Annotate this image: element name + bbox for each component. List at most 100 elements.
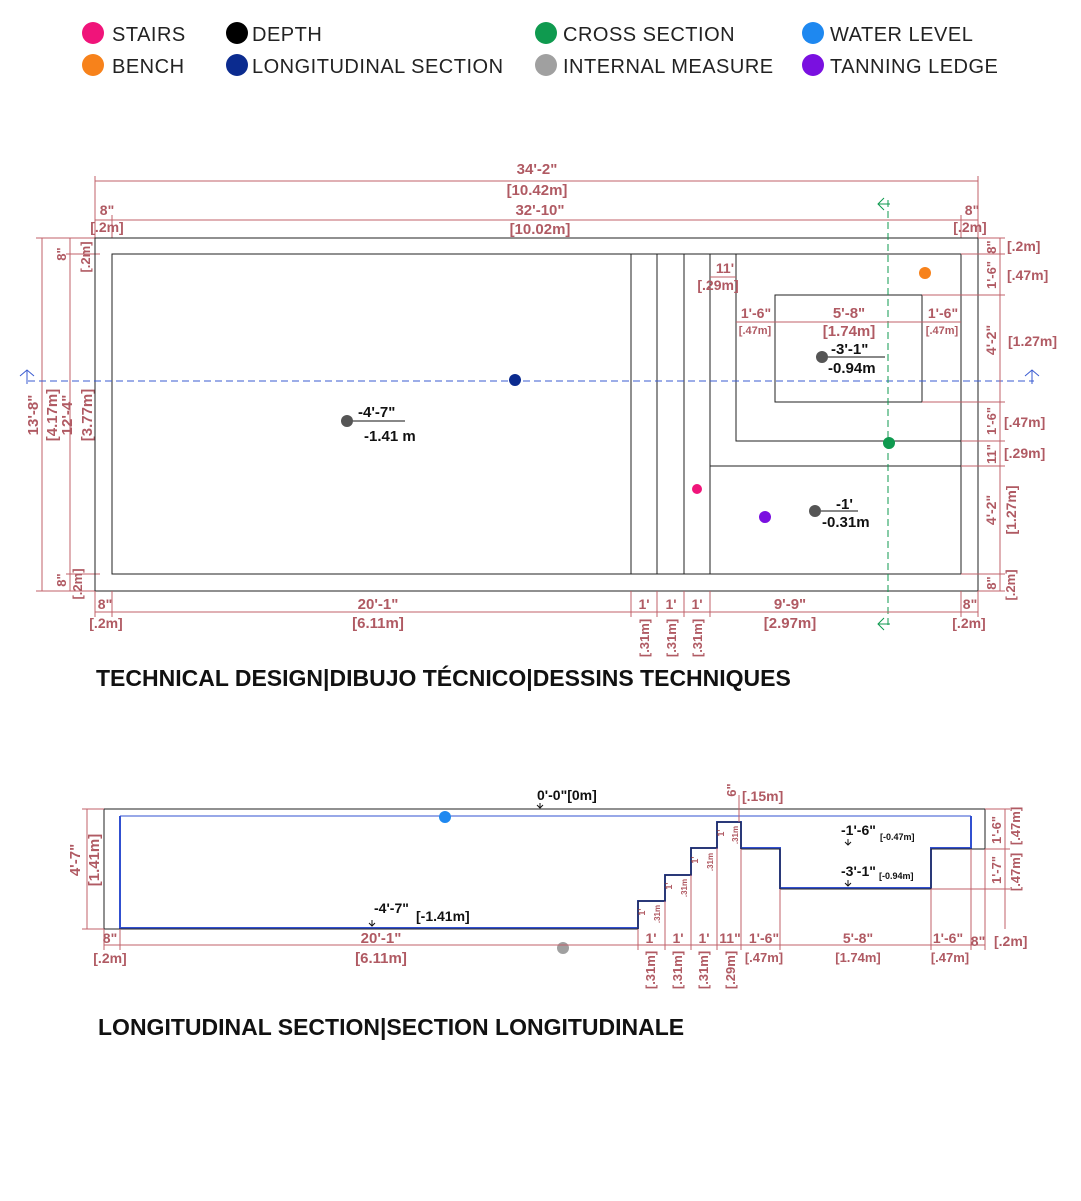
tanning-ledge-marker — [759, 511, 771, 523]
tanning-ledge-dot-icon — [802, 54, 824, 76]
right-dim-label: 4'-2" — [983, 495, 999, 525]
bottom-dim-label: 1' — [691, 596, 702, 612]
bench-marker — [919, 267, 931, 279]
step-height-metric: .31m — [680, 879, 689, 897]
depth-marker — [816, 351, 828, 363]
section-dim-label: 11" — [719, 930, 740, 946]
longitudinal-section-dot-icon — [226, 54, 248, 76]
section-arrow-icon — [877, 197, 890, 211]
bottom-dim-label: 9'-9" — [774, 596, 806, 613]
bench-dot-icon — [82, 54, 104, 76]
bench-right-label: 1'-6" — [928, 305, 958, 321]
bottom-dim-metric: [.31m] — [690, 619, 705, 657]
ledge-offset-label: 11' — [716, 260, 734, 276]
wall-bottom-label: 8" — [54, 573, 69, 586]
section-dim-metric: [.31m] — [670, 951, 685, 989]
bottom-dim-label: 1' — [665, 596, 676, 612]
wall-top-label: 8" — [54, 247, 69, 260]
section-dim-metric: [1.74m] — [835, 950, 881, 965]
inner-width-label: 12'-4" — [59, 395, 76, 436]
bench-floor-meters: [-0.94m] — [879, 871, 914, 881]
section-dim-label: 8" — [971, 933, 985, 949]
pool-shell-line — [104, 821, 985, 930]
bottom-dim-metric: [2.97m] — [764, 615, 817, 632]
section-dim-metric: [.2m] — [93, 950, 126, 966]
overall-width-label: 13'-8" — [25, 395, 42, 436]
section-arrow-icon — [19, 369, 35, 384]
floor-depth-feet: -4'-7" — [374, 900, 409, 916]
depth-marker — [341, 415, 353, 427]
section-dim-label: 5'-8" — [843, 930, 873, 946]
right-bottom-metric: [.47m] — [1008, 853, 1023, 891]
legend-item-cross-section: CROSS SECTION — [535, 22, 735, 46]
right-dim-label: 8" — [984, 576, 999, 589]
legend-item-water-level: WATER LEVEL — [802, 22, 973, 46]
level-arrow-icon — [368, 920, 376, 927]
bottom-dim-label: 20'-1" — [358, 596, 399, 613]
right-dim-metric: [.2m] — [1007, 238, 1040, 254]
overall-length-metric: [10.42m] — [507, 182, 568, 199]
section-dim-label: 8" — [103, 930, 117, 946]
bottom-dim-metric: [6.11m] — [352, 615, 404, 632]
depth-meters: -1.41 m — [364, 428, 416, 445]
right-dim-label: 8" — [984, 240, 999, 253]
bench-width-label: 5'-8" — [833, 305, 865, 322]
legend-label: WATER LEVEL — [830, 24, 973, 46]
floor-depth-meters: [-1.41m] — [416, 908, 470, 924]
wall-left-metric: [.2m] — [90, 219, 123, 235]
internal-measure-marker — [557, 942, 569, 954]
section-dim-label: 1'-6" — [933, 930, 963, 946]
pool-outer-wall — [94, 237, 979, 592]
step-height-label: 1' — [690, 856, 700, 863]
step-height-metric: .31m — [731, 826, 740, 844]
longitudinal-section-view: 0'-0"[0m] 4'-7" [1.41m] -4'-7" [-1.41m] … — [67, 783, 1027, 1040]
level-arrow-icon — [844, 880, 852, 887]
bottom-dim-label: 8" — [98, 596, 112, 612]
overall-width-metric: [4.17m] — [44, 389, 61, 442]
longitudinal-section-marker — [509, 374, 521, 386]
water-level-label: 0'-0"[0m] — [537, 787, 597, 803]
bottom-dim-label: 1' — [638, 596, 649, 612]
step-height-label: 1' — [716, 829, 726, 836]
right-dim-label: 11" — [984, 444, 999, 464]
right-dim-metric: [.29m] — [1004, 445, 1045, 461]
level-arrow-icon — [844, 839, 852, 846]
legend-item-internal-measure: INTERNAL MEASURE — [535, 54, 773, 78]
legend-item-depth: DEPTH — [226, 22, 322, 46]
cross-section-dot-icon — [535, 22, 557, 44]
bottom-dim-label: 8" — [963, 596, 977, 612]
legend-label: DEPTH — [252, 24, 322, 46]
left-depth-metric: [1.41m] — [86, 834, 103, 887]
bench-right-metric: [.47m] — [926, 325, 959, 337]
depth-meters: -0.31m — [822, 514, 870, 531]
bench-depth-feet: -1'-6" — [841, 822, 876, 838]
section-dim-label: 1' — [672, 930, 683, 946]
bench-rect — [774, 294, 923, 403]
section-arrow-icon — [877, 617, 890, 631]
stairs-dot-icon — [82, 22, 104, 44]
inner-width-metric: [3.77m] — [79, 389, 96, 442]
right-top-label: 1'-6" — [989, 816, 1004, 844]
wall-bottom-metric: [.2m] — [70, 568, 85, 599]
right-bottom-label: 1'-7" — [989, 856, 1004, 884]
depth-dot-icon — [226, 22, 248, 44]
wall-left-label: 8" — [100, 202, 114, 218]
cross-section-marker — [883, 437, 895, 449]
pool-inner-wall — [111, 253, 962, 575]
bench-left-label: 1'-6" — [741, 305, 771, 321]
water-level-dot-icon — [802, 22, 824, 44]
bottom-dim-metric: [.31m] — [664, 619, 679, 657]
section-dim-metric: [.47m] — [745, 950, 783, 965]
depth-feet: -4'-7" — [358, 404, 395, 421]
depth-bench-label: -3'-1" -0.94m — [816, 341, 885, 377]
bottom-dim-metric: [.31m] — [637, 619, 652, 657]
depth-meters: -0.94m — [828, 360, 876, 377]
step-height-label: 1' — [637, 908, 647, 915]
bottom-dim-metric: [.2m] — [952, 615, 985, 631]
bench-depth-meters: [-0.47m] — [880, 832, 915, 842]
plan-view: 34'-2" [10.42m] 32'-10" [10.02m] 8" [.2m… — [19, 161, 1057, 691]
right-dim-metric: [.2m] — [1003, 569, 1018, 600]
level-arrow-icon — [536, 803, 544, 809]
legend-label: STAIRS — [112, 24, 186, 46]
wall-right-label: 8" — [965, 202, 979, 218]
